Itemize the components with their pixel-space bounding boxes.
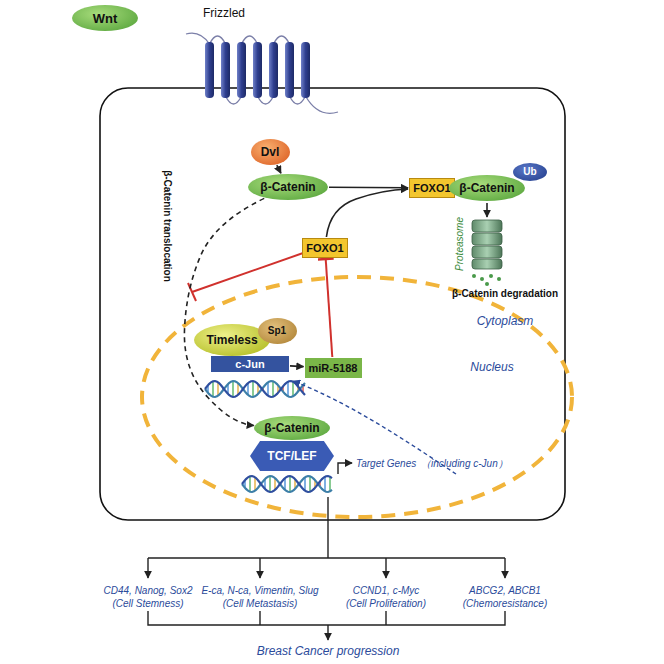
- receptor-helix: [253, 42, 262, 98]
- protein-ellipse: Dvl: [251, 139, 290, 165]
- text-label: Proteasome: [454, 217, 465, 271]
- receptor-helix: [205, 42, 214, 98]
- arrow-connector: [184, 198, 264, 425]
- text-label: Breast Cancer progression: [257, 645, 400, 658]
- dna-rung: [267, 382, 268, 395]
- receptor-helix: [237, 42, 246, 98]
- protein-ellipse: β-Catenin: [254, 416, 330, 440]
- ubiquitin-circle: Ub: [513, 163, 547, 181]
- text-label: CCND1, c-Myc: [353, 585, 420, 596]
- text-label: (Chemoresistance): [463, 598, 547, 609]
- frizzled-receptor: [186, 33, 338, 113]
- dna-rung: [217, 382, 218, 395]
- receptor-helix: [269, 42, 278, 98]
- dna-rung: [252, 381, 253, 397]
- dna-rung: [212, 381, 213, 397]
- receptor-helix: [285, 42, 294, 98]
- node-label: β-Catenin: [260, 181, 315, 193]
- dna-strand: [205, 381, 305, 397]
- dna-rung: [249, 476, 250, 492]
- protein-box: c-Jun: [211, 356, 289, 372]
- degradation-arrow: [486, 203, 488, 217]
- text-label: (Cell Proliferation): [346, 598, 426, 609]
- dna-rung: [309, 476, 310, 492]
- dna-rung: [329, 477, 330, 492]
- dna-strand: [242, 476, 332, 492]
- proteasome-symbol: [472, 220, 502, 286]
- inhibition-line: [188, 252, 306, 301]
- text-label: ABCG2, ABCB1: [469, 585, 541, 596]
- arrow-connector: [329, 187, 408, 189]
- output-tree: [148, 497, 505, 640]
- dna-strand: [242, 476, 332, 492]
- node-label: β-Catenin: [264, 422, 319, 434]
- arrow-connector: [290, 365, 304, 367]
- inhibition-connector: [326, 259, 333, 357]
- text-label: CD44, Nanog, Sox2: [104, 585, 193, 596]
- dna-rung: [292, 382, 293, 397]
- node-label: Ub: [523, 167, 536, 177]
- protein-box: FOXO1: [302, 238, 348, 258]
- dna-rung: [254, 477, 255, 490]
- node-label: FOXO1: [413, 183, 450, 194]
- text-label: (Cell Stemness): [112, 598, 183, 609]
- receptor-tail: [186, 33, 210, 44]
- node-label: Dvl: [261, 146, 280, 158]
- protein-ellipse: β-Catenin: [449, 175, 525, 201]
- ligand-ellipse: Wnt: [72, 5, 138, 31]
- transcription-arrow: [338, 463, 352, 474]
- node-label: c-Jun: [235, 359, 264, 370]
- text-label: β-Catenin degradation: [452, 288, 558, 299]
- arrow-connector: [277, 165, 281, 173]
- receptor-helix: [221, 42, 230, 98]
- text-label: (Cell Metastasis): [223, 598, 297, 609]
- node-label: β-Catenin: [459, 182, 514, 194]
- hexagon-fill: [250, 441, 334, 471]
- protein-ellipse: β-Catenin: [248, 174, 328, 200]
- receptor-helix: [301, 42, 310, 98]
- node-label: Timeless: [206, 334, 257, 346]
- dna-rung: [289, 476, 290, 492]
- dna-rung: [232, 381, 233, 397]
- mirna-box: miR-5188: [305, 358, 362, 378]
- dna-strand: [205, 381, 305, 397]
- transcription-factor-hexagon: TCF/LEF: [250, 441, 334, 471]
- node-label: miR-5188: [309, 363, 358, 374]
- dna-rung: [324, 477, 325, 492]
- dna-rung: [304, 477, 305, 490]
- dna-helix: [205, 381, 332, 492]
- text-label: β-Catenin translocation: [162, 170, 173, 282]
- text-label: Nucleus: [470, 361, 513, 374]
- node-label: TCF/LEF: [267, 450, 316, 462]
- receptor-tail: [306, 96, 339, 113]
- dna-rung: [272, 381, 273, 397]
- dna-rung: [269, 476, 270, 492]
- text-label: E-ca, N-ca, Vimentin, Slug: [201, 585, 318, 596]
- text-label: Target Genes: [356, 458, 416, 469]
- node-label: Sp1: [268, 326, 286, 336]
- text-label: Cytoplasm: [477, 315, 534, 328]
- dna-rung: [287, 382, 288, 397]
- protein-ellipse: Sp1: [258, 318, 297, 344]
- text-label: Frizzled: [203, 7, 245, 20]
- node-label: FOXO1: [306, 243, 343, 254]
- arrow-connector: [326, 189, 408, 237]
- node-label: Wnt: [93, 12, 118, 25]
- text-label: （including c-Jun）: [421, 458, 508, 469]
